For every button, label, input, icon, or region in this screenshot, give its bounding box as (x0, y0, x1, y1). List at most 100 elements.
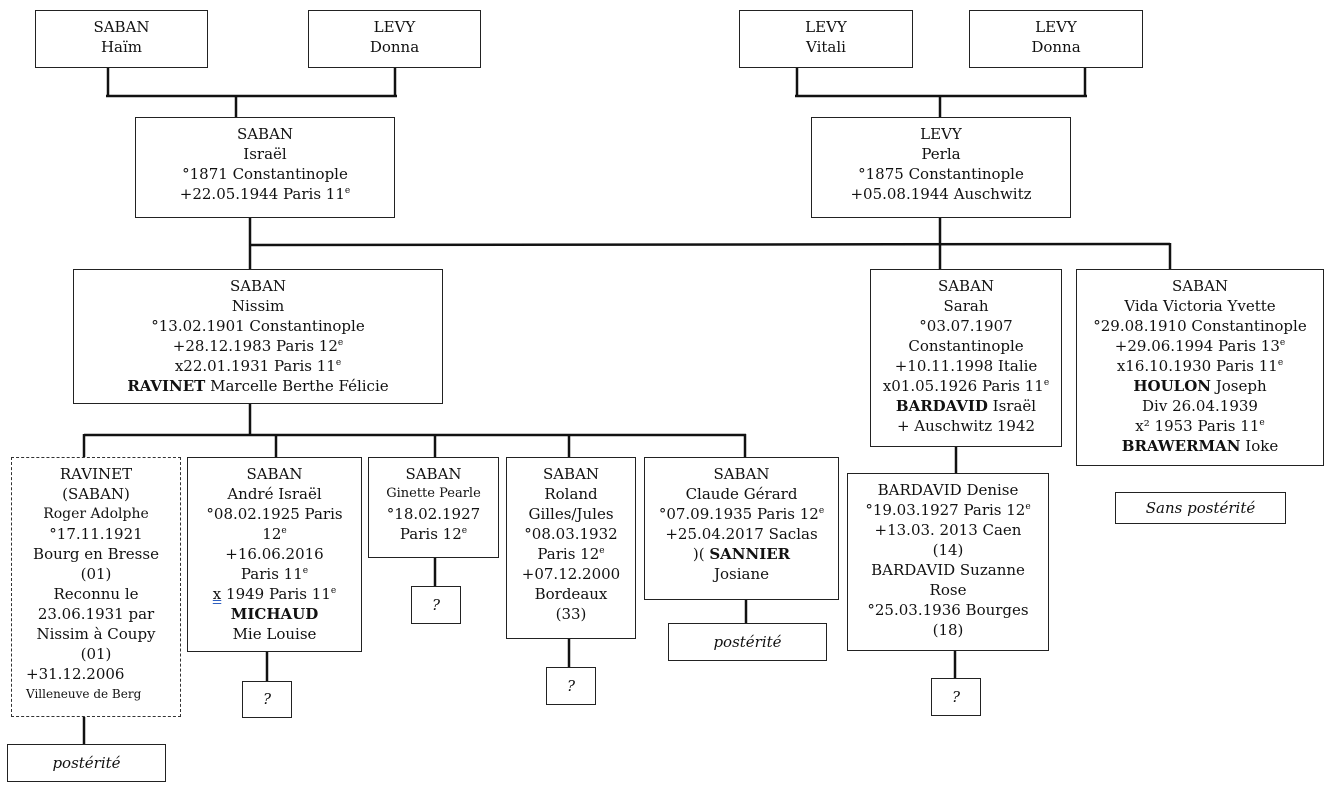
birth-date: °03.07.1907 (919, 317, 1013, 335)
death-text: +22.05.1944 Paris 11 (179, 185, 345, 203)
marriage-x: x (212, 585, 222, 603)
alt-surname: (SABAN) (62, 485, 130, 503)
spouse2-given: Ioke (1245, 437, 1279, 455)
person-levy-donna-2: LEVY Donna (969, 10, 1143, 68)
surname: SABAN (229, 277, 287, 295)
given-name: Nissim (231, 297, 285, 315)
given-name: Claude Gérard (685, 485, 798, 503)
person-ravinet-roger: RAVINET (SABAN) Roger Adolphe °17.11.192… (11, 457, 181, 717)
person-saban-claude: SABAN Claude Gérard °07.09.1935 Paris 12… (644, 457, 839, 600)
note-posterite-roger: postérité (7, 744, 166, 782)
given-name: Haïm (100, 38, 143, 56)
spouse: RAVINET Marcelle Berthe Félicie (74, 376, 442, 396)
death-place: Paris 11e (188, 564, 361, 584)
person-saban-ginette: SABAN Ginette Pearle °18.02.1927 Paris 1… (368, 457, 499, 558)
marriage-text: x22.01.1931 Paris 11 (174, 357, 336, 375)
spouse: HOULON Joseph (1077, 376, 1323, 396)
spouse-given: Israël (992, 397, 1037, 415)
spouse-given: Josiane (713, 565, 770, 583)
given-name: Donna (369, 38, 420, 56)
birth-text: °07.09.1935 Paris 12 (658, 505, 819, 523)
given-name: Ginette Pearle (386, 486, 481, 501)
spouse-surname: HOULON (1133, 377, 1211, 395)
given-name: Roger Adolphe (43, 506, 149, 522)
death-dept: (33) (555, 605, 587, 623)
person-1-name: BARDAVID Denise (877, 481, 1019, 499)
bardavid-children: BARDAVID Denise °19.03.1927 Paris 12e +1… (847, 473, 1049, 651)
birth-date: °17.11.1921 (49, 525, 143, 543)
marriage2-text: x² 1953 Paris 11 (1135, 417, 1260, 435)
birth: °18.02.1927 (386, 505, 481, 523)
sup: e (599, 546, 605, 556)
marriage: x16.10.1930 Paris 11e (1077, 356, 1323, 376)
spouse-surname: BARDAVID (895, 397, 988, 415)
given-name: Perla (921, 145, 961, 163)
given-name: Vida Victoria Yvette (1124, 297, 1276, 315)
note-unknown-bardavid: ? (931, 678, 981, 716)
birth-dept: (01) (80, 565, 112, 583)
spouse-surname: SANNIER (709, 545, 791, 563)
surname: SABAN (713, 465, 770, 483)
sup: e (330, 586, 337, 596)
given-name: Vitali (806, 38, 846, 56)
surname: RAVINET (59, 465, 133, 483)
note-unknown-roland: ? (546, 667, 596, 705)
person-2-name-b: Rose (929, 581, 967, 599)
spouse: BARDAVID Israël (871, 396, 1061, 416)
recognition-4: (01) (80, 645, 112, 663)
death: +10.11.1998 Italie (894, 357, 1038, 375)
birth-text: °19.03.1927 Paris 12 (865, 501, 1026, 519)
note-unknown-ginette: ? (411, 586, 461, 624)
union: )( SANNIER (645, 544, 838, 564)
sup: e (344, 186, 351, 196)
death: +29.06.1994 Paris 13e (1077, 336, 1323, 356)
death: +25.04.2017 Saclas (665, 525, 818, 543)
death: +31.12.2006 (26, 665, 125, 683)
sup: e (818, 506, 825, 516)
birth2-text: 12 (262, 525, 282, 543)
surname: LEVY (920, 125, 962, 143)
person-1-death: +13.03. 2013 Caen (874, 521, 1022, 539)
surname: SABAN (246, 465, 303, 483)
birth: °08.03.1932 (524, 525, 618, 543)
spouse-death: + Auschwitz 1942 (896, 417, 1036, 435)
given-name: Donna (1031, 38, 1081, 56)
surname: LEVY (373, 18, 416, 36)
recognition-3: Nissim à Coupy (36, 625, 156, 643)
death: +16.06.2016 (225, 545, 324, 563)
spouse-surname: MICHAUD (230, 605, 319, 623)
death-place-text: Paris 11 (240, 565, 303, 583)
birth: °1871 Constantinople (182, 165, 348, 183)
surname: LEVY (805, 18, 847, 36)
birth-place: Constantinople (908, 337, 1024, 355)
sup: e (1279, 338, 1286, 348)
given-name: André Israël (227, 485, 322, 503)
death: +28.12.1983 Paris 12e (74, 336, 442, 356)
surname: LEVY (1035, 18, 1077, 36)
sup: e (281, 526, 287, 536)
marriage-text: 1949 Paris 11 (221, 585, 331, 603)
spouse-given: Joseph (1215, 377, 1267, 395)
given-name-2: Gilles/Jules (528, 505, 614, 523)
person-2-name-a: BARDAVID Suzanne (871, 561, 1025, 579)
marriage: x 1949 Paris 11e (188, 584, 361, 604)
death: +22.05.1944 Paris 11e (136, 184, 394, 204)
divorce: Div 26.04.1939 (1142, 397, 1258, 415)
death-text: +28.12.1983 Paris 12 (172, 337, 338, 355)
sup: e (1043, 378, 1050, 388)
person-levy-perla: LEVY Perla °1875 Constantinople +05.08.1… (811, 117, 1071, 218)
person-2-birth: °25.03.1936 Bourges (867, 601, 1029, 619)
birth: °13.02.1901 Constantinople (151, 317, 365, 335)
given-name: Sarah (943, 297, 989, 315)
given-name: Roland (544, 485, 598, 503)
birth: °29.08.1910 Constantinople (1093, 317, 1307, 335)
person-saban-vida: SABAN Vida Victoria Yvette °29.08.1910 C… (1076, 269, 1324, 466)
marriage-text: x01.05.1926 Paris 11 (882, 377, 1044, 395)
sup: e (1277, 358, 1284, 368)
surname: SABAN (236, 125, 294, 143)
death-place: Villeneuve de Berg (26, 687, 142, 701)
death-place: Bordeaux (534, 585, 608, 603)
birth-place: Bourg en Bresse (33, 545, 159, 563)
birth-place: Paris 12e (507, 544, 635, 564)
